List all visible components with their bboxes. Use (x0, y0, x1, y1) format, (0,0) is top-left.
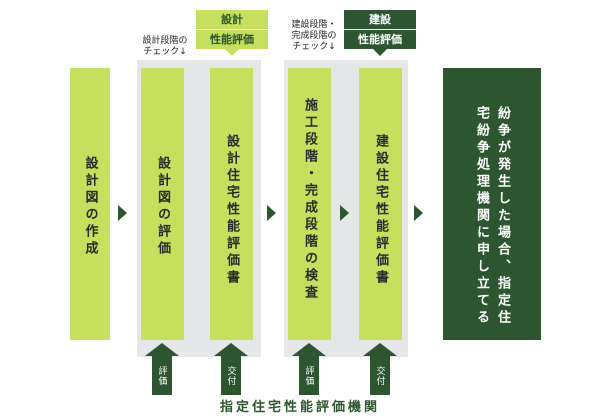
step-construction-report: 建設住宅性能評価書 (359, 68, 402, 340)
chevron-right-icon (118, 205, 127, 221)
construction-check-note: 建設段階・ 完成段階の チェック↓ (291, 20, 337, 52)
eval-arrow: 評価 (292, 343, 326, 395)
design-tag-line2: 性能評価 (196, 29, 268, 49)
chevron-right-icon (414, 205, 423, 221)
step-design-eval: 設計図の評価 (141, 68, 184, 340)
design-check-note: 設計段階の チェック↓ (142, 36, 188, 57)
design-tag-line1: 設計 (196, 10, 268, 29)
step-design-eval-label: 設計図の評価 (155, 156, 170, 258)
step-construction-check: 施工段階・完成段階の検査 (288, 68, 331, 340)
chevron-right-icon (267, 205, 276, 221)
step-dispute-label: 紛争が発生した場合、指定住宅紛争処理機関に申し立てる (474, 106, 510, 327)
step-design-report: 設計住宅性能評価書 (210, 68, 253, 340)
evaluation-agency-label: 指定住宅性能評価機関 (219, 400, 380, 415)
issue-arrow-label: 交付 (370, 356, 390, 395)
construction-tag-line1: 建設 (344, 10, 416, 29)
caret-down-icon (373, 49, 387, 56)
issue-arrow: 交付 (363, 343, 397, 395)
chevron-right-icon (340, 205, 349, 221)
step-construction-report-label: 建設住宅性能評価書 (373, 134, 388, 287)
step-design-drawing: 設計図の作成 (70, 68, 110, 340)
caret-down-icon (225, 49, 239, 56)
eval-arrow-label: 評価 (299, 356, 319, 395)
issue-arrow: 交付 (214, 343, 248, 395)
construction-performance-tag: 建設 性能評価 (344, 10, 416, 56)
construction-tag-line2: 性能評価 (344, 29, 416, 49)
step-dispute: 紛争が発生した場合、指定住宅紛争処理機関に申し立てる (443, 68, 541, 340)
step-design-report-label: 設計住宅性能評価書 (224, 134, 239, 287)
eval-arrow: 評価 (145, 343, 179, 395)
eval-arrow-label: 評価 (152, 356, 172, 395)
issue-arrow-label: 交付 (221, 356, 241, 395)
step-design-drawing-label: 設計図の作成 (82, 156, 98, 258)
design-performance-tag: 設計 性能評価 (196, 10, 268, 56)
step-construction-check-label: 施工段階・完成段階の検査 (302, 98, 317, 302)
